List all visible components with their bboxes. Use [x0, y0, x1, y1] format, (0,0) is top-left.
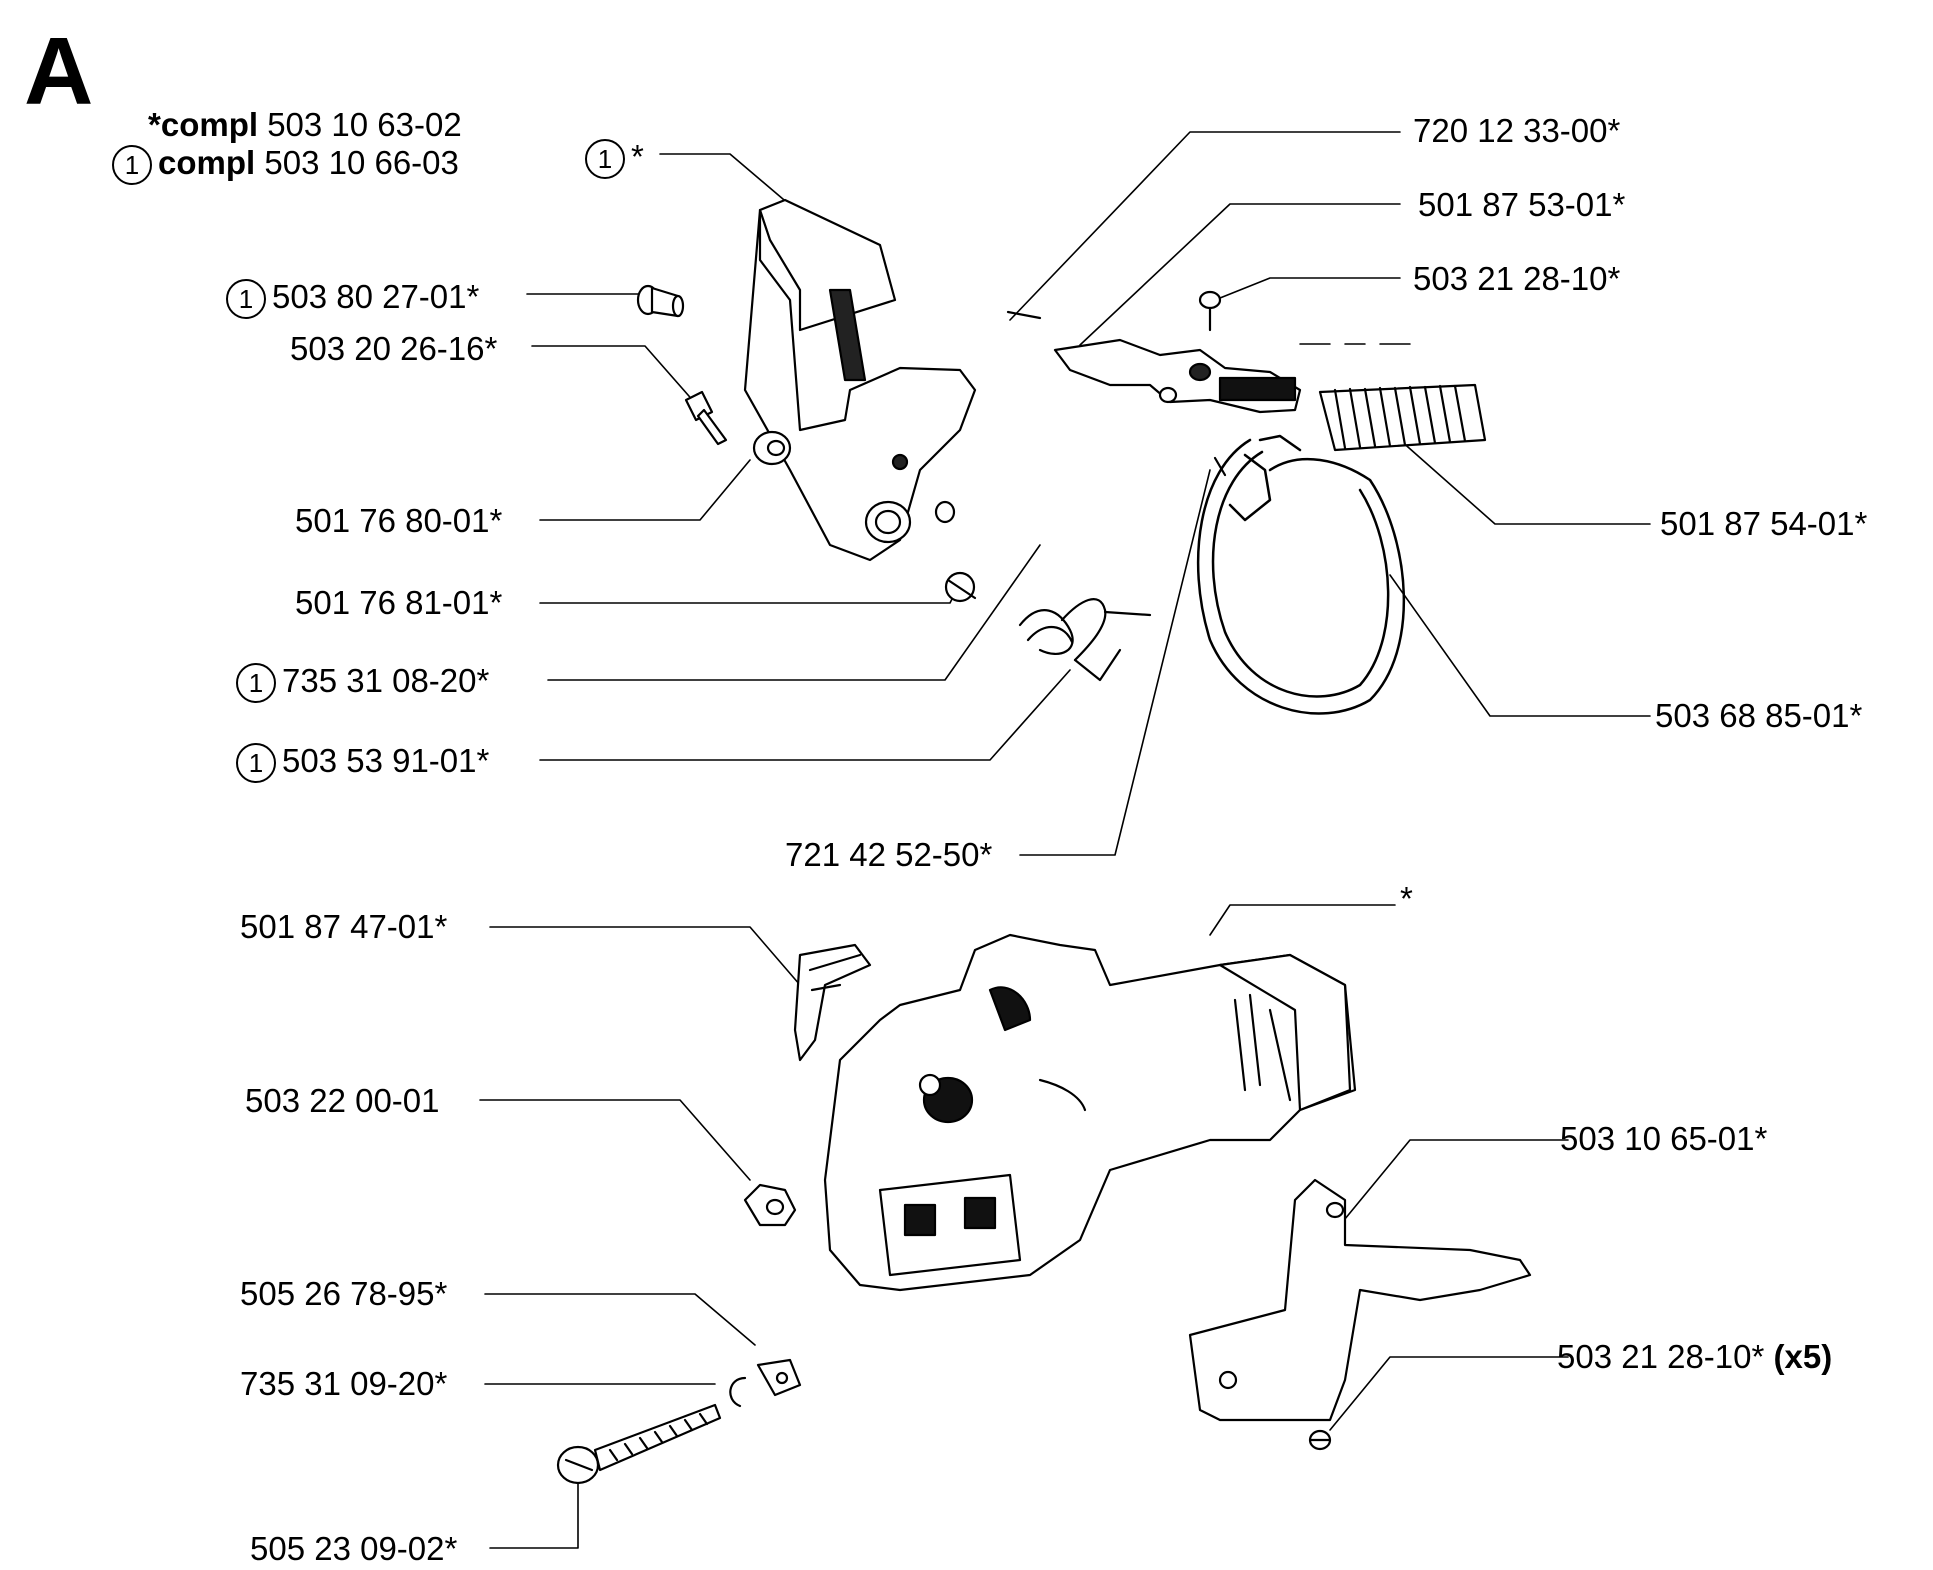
part-number: 501 87 53-01*	[1418, 186, 1626, 223]
part-number: 503 68 85-01*	[1655, 697, 1863, 734]
part-label: 720 12 33-00*	[1413, 112, 1620, 150]
bushing-503-80-27-01	[636, 284, 685, 318]
part-label: 503 10 65-01*	[1560, 1120, 1767, 1158]
part-number: 503 80 27-01*	[272, 278, 480, 315]
part-label: 501 87 54-01*	[1660, 505, 1867, 543]
legend-marker: *	[148, 106, 161, 143]
circled-number-badge: 1	[585, 139, 625, 180]
part-number: 503 20 26-16*	[290, 330, 498, 367]
legend-word: compl	[158, 144, 256, 181]
part-number: 501 87 47-01*	[240, 908, 448, 945]
part-number: 501 87 54-01*	[1660, 505, 1868, 542]
torsion-spring-503-53-91-01	[1018, 598, 1152, 682]
circled-number-badge: 1	[236, 663, 276, 704]
part-number: 735 31 09-20*	[240, 1365, 448, 1402]
screw-503-21-28-10-x5	[1308, 1429, 1332, 1451]
circled-number-badge: 1	[236, 743, 276, 784]
leader-lines	[479, 131, 1651, 1549]
part-number: 501 76 81-01*	[295, 584, 503, 621]
part-number: 503 53 91-01*	[282, 742, 490, 779]
tensioner-nut-505-26-78-95	[756, 1358, 802, 1397]
part-label: 501 87 53-01*	[1418, 186, 1625, 224]
circled-number-badge: 1	[112, 145, 152, 186]
chain-catcher-501-87-47-01	[793, 943, 872, 1062]
part-number: 721 42 52-50*	[785, 836, 993, 873]
pin-720-12-33-00	[1006, 310, 1042, 320]
section-letter: A	[24, 18, 94, 125]
part-label: 503 21 28-10* (x5)	[1557, 1338, 1832, 1376]
brake-band-503-68-85-01	[1196, 434, 1405, 715]
legend-number: 503 10 63-02	[267, 106, 462, 143]
part-label: 1*	[585, 138, 644, 180]
chain-brake-handguard	[743, 198, 977, 562]
bolt-503-20-26-16	[684, 390, 728, 446]
circled-number-badge: 1	[226, 279, 266, 320]
sleeve-501-76-80-01	[752, 430, 792, 466]
tensioner-screw-505-23-09-02	[556, 1403, 722, 1485]
part-number: 735 31 08-20*	[282, 662, 490, 699]
part-label: 501 76 81-01*	[295, 584, 502, 622]
pin-721-42-52-50	[1213, 456, 1227, 477]
part-number: 505 26 78-95*	[240, 1275, 448, 1312]
legend-number: 503 10 66-03	[264, 144, 459, 181]
screw-503-21-28-10-top	[1198, 290, 1222, 332]
part-label: 721 42 52-50*	[785, 836, 992, 874]
brake-lever-501-87-53-01	[1053, 338, 1302, 414]
quantity-suffix: (x5)	[1773, 1338, 1833, 1375]
part-number: 505 23 09-02*	[250, 1530, 458, 1567]
part-label: 505 26 78-95*	[240, 1275, 447, 1313]
nut-503-22-00-01	[743, 1183, 797, 1227]
part-label: 501 87 47-01*	[240, 908, 447, 946]
part-label: 505 23 09-02*	[250, 1530, 457, 1568]
part-number: 503 22 00-01	[245, 1082, 440, 1119]
coil-spring-501-87-54-01	[1318, 383, 1487, 452]
part-label: *	[1400, 880, 1413, 918]
cover-plate-503-10-65-01	[1188, 1178, 1532, 1422]
part-label: 503 20 26-16*	[290, 330, 497, 368]
crankcase-housing	[823, 933, 1357, 1292]
part-label: 503 68 85-01*	[1655, 697, 1862, 735]
circlip-735-31-09-20	[729, 1376, 747, 1408]
part-number: *	[1400, 880, 1413, 917]
part-number: *	[631, 138, 644, 175]
part-label: 501 76 80-01*	[295, 502, 502, 540]
part-number: 503 21 28-10*	[1413, 260, 1621, 297]
part-number: 501 76 80-01*	[295, 502, 503, 539]
legend-line-compl-star: *compl 503 10 63-02	[148, 106, 462, 144]
part-label: 503 22 00-01	[245, 1082, 440, 1120]
part-label: 735 31 09-20*	[240, 1365, 447, 1403]
part-number: 503 10 65-01*	[1560, 1120, 1768, 1157]
legend-word: compl	[160, 106, 259, 143]
screw-501-76-81-01	[944, 571, 977, 603]
washer-small	[934, 500, 956, 524]
part-number: 720 12 33-00*	[1413, 112, 1621, 149]
part-number: 503 21 28-10*	[1557, 1338, 1765, 1375]
part-label: 503 21 28-10*	[1413, 260, 1620, 298]
